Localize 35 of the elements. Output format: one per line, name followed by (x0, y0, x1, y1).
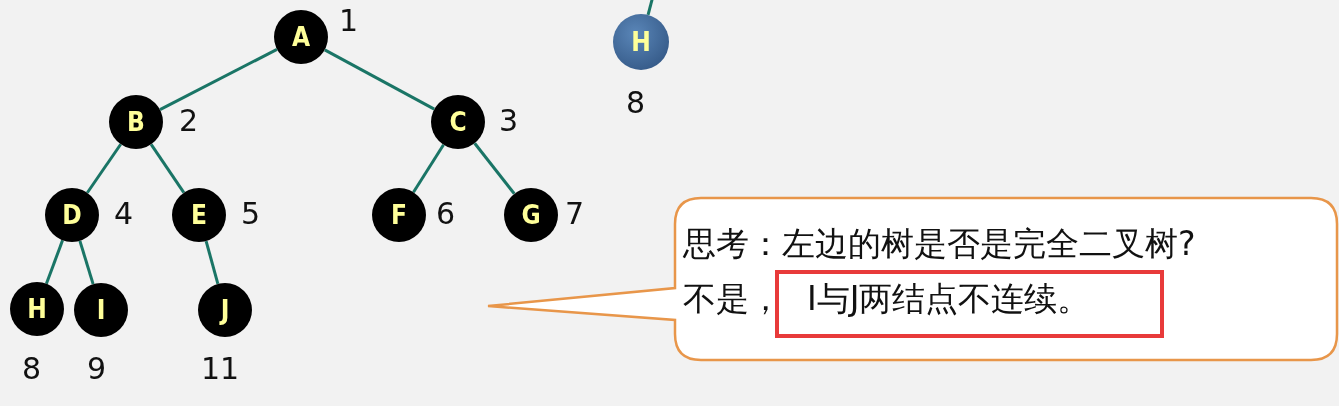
speech-bubble (486, 196, 1339, 364)
tree-node: B (109, 95, 163, 149)
tree-node: J (198, 283, 252, 337)
tree-edge (159, 48, 278, 111)
callout-text: 思考：左边的树是否是完全二叉树? (683, 224, 1196, 264)
tree-node: G (504, 188, 558, 242)
tree-edge (78, 240, 95, 285)
node-number: 8 (22, 354, 42, 384)
node-number: 3 (499, 106, 519, 136)
tree-edge (473, 142, 516, 195)
tree-edge (324, 48, 435, 111)
tree-edge (204, 240, 220, 285)
tree-edge (45, 239, 64, 285)
tree-node: E (172, 188, 226, 242)
node-number: 6 (436, 199, 456, 229)
node-number: 11 (201, 354, 240, 384)
node-number: 7 (565, 199, 585, 229)
node-number: 9 (87, 354, 107, 384)
tree-node: C (431, 95, 485, 149)
node-number: 5 (241, 199, 261, 229)
tree-node: A (274, 10, 328, 64)
tree-edge (149, 143, 186, 194)
tree-edge (86, 143, 122, 194)
tree-node: H (613, 14, 669, 70)
node-number: 1 (339, 6, 359, 36)
tree-node: I (74, 283, 128, 337)
highlight-box: I与J两结点不连续。 (775, 270, 1164, 338)
tree-node: F (372, 188, 426, 242)
tree-node: D (45, 188, 99, 242)
tree-node: H (10, 282, 64, 336)
node-number: 4 (114, 199, 134, 229)
node-number: 8 (626, 88, 646, 118)
tree-edge (646, 0, 655, 16)
tree-edge (412, 144, 445, 193)
node-number: 2 (179, 106, 199, 136)
